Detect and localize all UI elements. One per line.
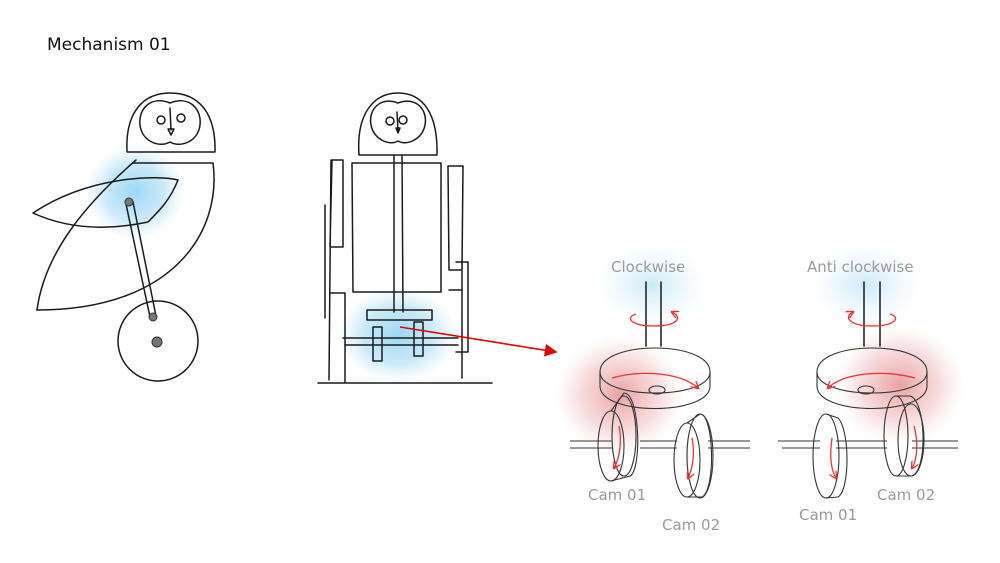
owl-front-view — [317, 92, 558, 384]
owl-side-view — [32, 92, 216, 382]
anti-clockwise-mechanism — [778, 245, 965, 499]
diagram-title: Mechanism 01 — [47, 35, 171, 55]
acw-cam-01-label: Cam 01 — [799, 506, 858, 524]
clockwise-label: Clockwise — [611, 258, 686, 276]
pointer-arrow — [399, 326, 558, 357]
clockwise-mechanism — [555, 245, 750, 499]
cw-cam-02-label: Cam 02 — [662, 516, 721, 534]
cw-cam-01-label: Cam 01 — [588, 486, 647, 504]
acw-cam-02-label: Cam 02 — [877, 486, 936, 504]
anti-clockwise-label: Anti clockwise — [807, 258, 914, 276]
